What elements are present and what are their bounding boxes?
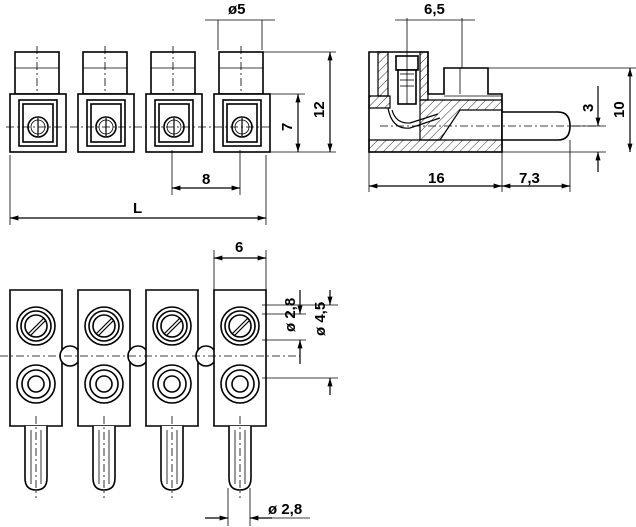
dim-bottom-width: 6 <box>235 239 243 256</box>
terminal-top-cap <box>82 46 128 98</box>
terminal-body <box>9 93 67 153</box>
terminal-bottom <box>9 289 81 498</box>
front-view: ø5 8 L 7 12 <box>6 1 336 225</box>
dim-pitch: 8 <box>202 171 210 188</box>
dim-pin-length: 7,3 <box>519 170 540 187</box>
dim-pin-diameter: ø 2,8 <box>268 501 302 518</box>
dim-total-height: 12 <box>311 101 328 118</box>
dim-screw-offset: 6,5 <box>424 1 445 18</box>
terminal-bottom <box>145 289 217 498</box>
dim-pin-offset: 3 <box>580 104 597 112</box>
front-terminal-tops <box>14 46 264 98</box>
terminal-body <box>213 93 271 153</box>
terminal-bottom <box>213 289 267 498</box>
bottom-view: 6 ø 2,8 ø 4,5 ø 2,8 <box>0 239 338 526</box>
side-view: 6,5 3 10 16 7,3 <box>368 1 636 192</box>
dim-side-length: 16 <box>428 170 445 187</box>
terminal-bottom <box>77 289 149 498</box>
dim-hole-small: ø 2,8 <box>282 298 299 332</box>
dim-side-height: 10 <box>611 101 628 118</box>
bottom-terminals <box>9 289 267 498</box>
terminal-top-cap <box>150 46 196 98</box>
dim-length: L <box>133 200 142 217</box>
terminal-top-cap <box>14 46 60 98</box>
front-terminal-bodies <box>9 93 271 153</box>
dim-body-height: 7 <box>279 123 296 131</box>
terminal-body <box>77 93 135 153</box>
terminal-top-cap <box>218 46 264 98</box>
dim-hole-large: ø 4,5 <box>312 302 329 336</box>
dim-top-diameter: ø5 <box>228 1 246 18</box>
terminal-body <box>145 93 203 153</box>
